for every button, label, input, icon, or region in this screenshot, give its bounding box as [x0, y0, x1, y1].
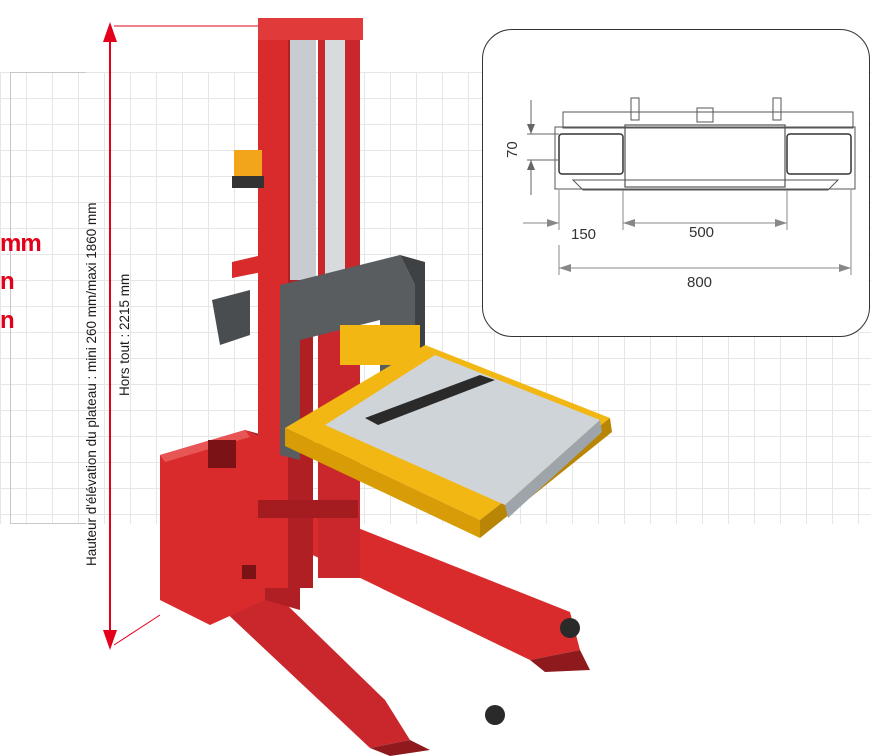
dimension-height-70: 70 [504, 141, 521, 158]
dimension-drawing-panel: 70 150 500 800 [482, 29, 870, 337]
left-cropped-label-2: n [0, 268, 15, 295]
left-cropped-label-3: n [0, 307, 15, 334]
elevation-height-label: Hauteur d'élévation du plateau : mini 26… [84, 202, 99, 566]
dimension-width-150: 150 [571, 226, 597, 243]
height-reference-lines [113, 25, 265, 646]
dimension-width-800: 800 [687, 274, 713, 291]
top-view-drawing [523, 97, 856, 275]
height-arrow [103, 22, 117, 650]
left-cropped-label-1: mm [0, 230, 42, 257]
forklift-illustration [160, 18, 612, 756]
total-height-label: Hors tout : 2215 mm [117, 273, 132, 396]
dimension-width-500: 500 [689, 224, 715, 241]
left-bracket-line [10, 72, 86, 524]
